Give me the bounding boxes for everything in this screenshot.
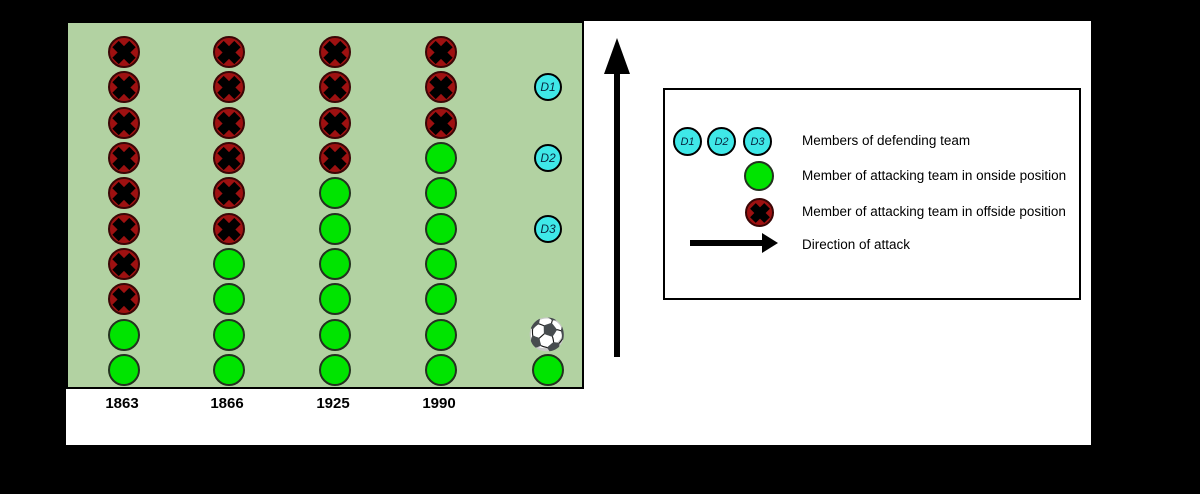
onside-player-marker: [425, 142, 457, 174]
onside-player-marker: [744, 161, 774, 191]
onside-player-marker: [425, 283, 457, 315]
soccer-ball-icon: ⚽: [527, 316, 567, 353]
onside-player-marker: [532, 354, 564, 386]
offside-player-marker: [108, 248, 140, 280]
offside-player-marker: [425, 36, 457, 68]
onside-player-marker: [213, 283, 245, 315]
onside-player-marker: [213, 319, 245, 351]
offside-player-marker: [108, 283, 140, 315]
offside-player-marker: [213, 107, 245, 139]
legend-box: D1 D2 D3 Members of defending team Membe…: [663, 88, 1081, 300]
attack-direction-arrow-icon: [604, 38, 630, 74]
onside-player-marker: [319, 248, 351, 280]
onside-player-marker: [213, 248, 245, 280]
defender-marker: D3: [534, 215, 562, 243]
year-label: 1863: [105, 395, 139, 412]
offside-player-marker: [108, 71, 140, 103]
defender-marker: D1: [534, 73, 562, 101]
legend-label-direction: Direction of attack: [802, 237, 911, 252]
onside-player-marker: [319, 319, 351, 351]
offside-player-marker: [425, 71, 457, 103]
offside-player-marker: [319, 71, 351, 103]
onside-player-marker: [319, 213, 351, 245]
defender-marker: D1: [673, 127, 702, 156]
onside-player-marker: [108, 354, 140, 386]
attack-direction-arrow-icon: [762, 233, 778, 253]
legend-label-onside: Member of attacking team in onside posit…: [802, 168, 1067, 183]
defender-marker: D2: [707, 127, 736, 156]
legend-label-defenders: Members of defending team: [802, 133, 971, 148]
onside-player-marker: [425, 354, 457, 386]
onside-player-marker: [425, 248, 457, 280]
year-label: 1925: [316, 395, 350, 412]
offside-player-marker: [108, 36, 140, 68]
onside-player-marker: [108, 319, 140, 351]
offside-player-marker: [108, 177, 140, 209]
offside-player-marker: [213, 177, 245, 209]
offside-player-marker: [213, 213, 245, 245]
offside-player-marker: [108, 107, 140, 139]
year-label: 1866: [210, 395, 244, 412]
offside-player-marker: [108, 142, 140, 174]
onside-player-marker: [213, 354, 245, 386]
offside-player-marker: [213, 71, 245, 103]
offside-player-marker: [425, 107, 457, 139]
offside-player-marker: [213, 142, 245, 174]
onside-player-marker: [425, 213, 457, 245]
onside-player-marker: [425, 319, 457, 351]
offside-player-marker: [319, 107, 351, 139]
offside-player-marker: [319, 142, 351, 174]
attack-direction-arrow-shaft: [614, 74, 620, 357]
onside-player-marker: [319, 354, 351, 386]
onside-player-marker: [319, 283, 351, 315]
onside-player-marker: [319, 177, 351, 209]
offside-player-marker: [108, 213, 140, 245]
offside-player-marker: [213, 36, 245, 68]
offside-player-marker: [745, 198, 774, 227]
defender-marker: D2: [534, 144, 562, 172]
attack-direction-arrow-shaft: [690, 240, 762, 246]
year-label: 1990: [422, 395, 456, 412]
onside-player-marker: [425, 177, 457, 209]
defender-marker: D3: [743, 127, 772, 156]
legend-label-offside: Member of attacking team in offside posi…: [802, 204, 1066, 219]
offside-player-marker: [319, 36, 351, 68]
